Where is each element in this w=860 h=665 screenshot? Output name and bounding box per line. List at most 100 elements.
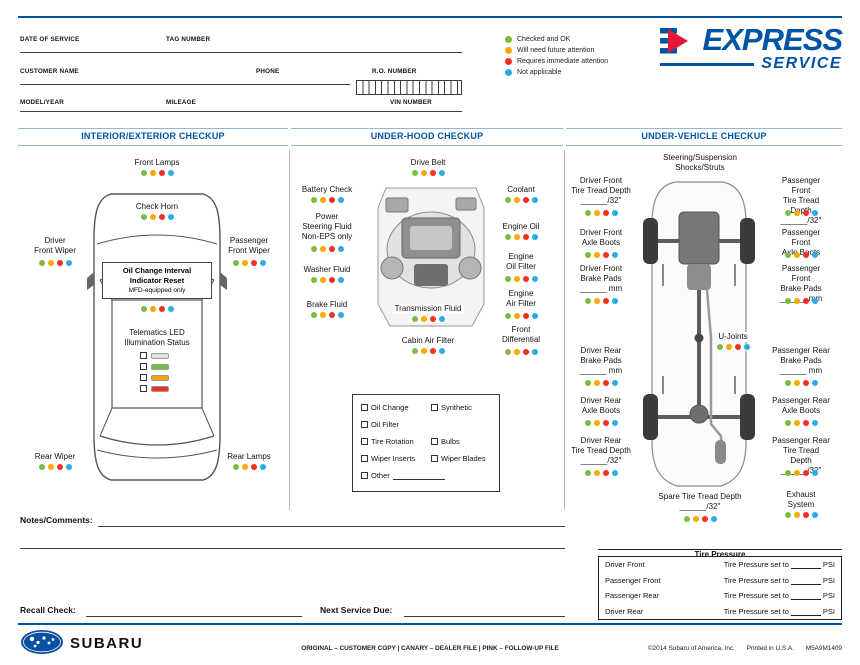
checkpoint-engine-oil-filter-dots[interactable] [503, 276, 539, 283]
yellow-status-dot[interactable] [793, 420, 800, 426]
green-status-dot[interactable] [784, 252, 791, 258]
yellow-status-dot[interactable] [725, 344, 732, 350]
checkpoint-passenger-rear-tread-dots[interactable] [783, 470, 819, 477]
yellow-status-dot[interactable] [149, 170, 156, 176]
checkpoint-passenger-front-tread-dots[interactable] [783, 210, 819, 217]
checkpoint-front-lamps-dots[interactable] [139, 170, 175, 177]
red-status-dot[interactable] [802, 470, 809, 476]
blue-status-dot[interactable] [531, 197, 538, 203]
checkpoint-engine-air-filter-dots[interactable] [503, 313, 539, 320]
blue-status-dot[interactable] [167, 306, 174, 312]
red-status-dot[interactable] [250, 260, 257, 266]
red-status-dot[interactable] [522, 276, 529, 282]
red-status-dot[interactable] [158, 170, 165, 176]
checkpoint-brake-fluid-dots[interactable] [309, 312, 345, 319]
yellow-status-dot[interactable] [593, 210, 600, 216]
checkpoint-drive-belt-dots[interactable] [410, 170, 446, 177]
green-status-dot[interactable] [584, 380, 591, 386]
yellow-status-dot[interactable] [319, 312, 326, 318]
green-status-dot[interactable] [683, 516, 690, 522]
red-status-dot[interactable] [802, 210, 809, 216]
blue-status-dot[interactable] [337, 197, 344, 203]
red-status-dot[interactable] [802, 298, 809, 304]
notes-line-2[interactable] [20, 548, 565, 549]
blue-status-dot[interactable] [811, 210, 818, 216]
red-status-dot[interactable] [429, 170, 436, 176]
yellow-status-dot[interactable] [420, 348, 427, 354]
tire-rotation-checkbox[interactable] [361, 438, 368, 445]
checkpoint-battery-check-dots[interactable] [309, 197, 345, 204]
yellow-status-dot[interactable] [513, 349, 520, 355]
red-status-dot[interactable] [602, 252, 609, 258]
yellow-status-dot[interactable] [149, 306, 156, 312]
model-mileage-input-line[interactable] [20, 111, 462, 112]
blue-status-dot[interactable] [531, 313, 538, 319]
red-status-dot[interactable] [429, 316, 436, 322]
red-status-dot[interactable] [522, 313, 529, 319]
checkpoint-power-steering-dots[interactable] [309, 246, 345, 253]
yellow-status-dot[interactable] [47, 464, 54, 470]
blue-status-dot[interactable] [65, 260, 72, 266]
yellow-status-dot[interactable] [241, 260, 248, 266]
red-status-dot[interactable] [602, 380, 609, 386]
green-status-dot[interactable] [38, 260, 45, 266]
red-status-dot[interactable] [429, 348, 436, 354]
blue-status-dot[interactable] [811, 252, 818, 258]
checkpoint-cabin-air-filter-dots[interactable] [408, 348, 448, 355]
green-status-dot[interactable] [504, 276, 511, 282]
yellow-status-dot[interactable] [793, 298, 800, 304]
blue-status-dot[interactable] [611, 210, 618, 216]
red-status-dot[interactable] [56, 464, 63, 470]
red-status-dot[interactable] [522, 197, 529, 203]
red-status-dot[interactable] [328, 246, 335, 252]
green-status-dot[interactable] [140, 170, 147, 176]
green-status-dot[interactable] [784, 470, 791, 476]
red-status-dot[interactable] [158, 214, 165, 220]
green-status-dot[interactable] [584, 252, 591, 258]
red-status-dot[interactable] [328, 197, 335, 203]
yellow-status-dot[interactable] [793, 512, 800, 518]
blue-status-dot[interactable] [337, 246, 344, 252]
green-status-dot[interactable] [584, 210, 591, 216]
checkpoint-exhaust-dots[interactable] [783, 512, 819, 519]
yellow-status-dot[interactable] [420, 170, 427, 176]
checkpoint-driver-rear-axle-dots[interactable] [583, 420, 619, 427]
checkpoint-spare-tread-dots[interactable] [682, 516, 718, 523]
green-status-dot[interactable] [504, 197, 511, 203]
red-status-dot[interactable] [158, 306, 165, 312]
blue-status-dot[interactable] [811, 470, 818, 476]
green-status-dot[interactable] [310, 246, 317, 252]
next-service-due-line[interactable] [404, 616, 565, 617]
blue-status-dot[interactable] [611, 380, 618, 386]
checkpoint-passenger-front-brake-dots[interactable] [783, 298, 819, 305]
blue-status-dot[interactable] [811, 298, 818, 304]
red-status-dot[interactable] [602, 210, 609, 216]
red-status-dot[interactable] [602, 298, 609, 304]
tire-pressure-input[interactable] [790, 593, 821, 601]
blue-status-dot[interactable] [167, 214, 174, 220]
red-status-dot[interactable] [734, 344, 741, 350]
blue-status-dot[interactable] [167, 170, 174, 176]
customer-input-line[interactable] [20, 84, 350, 85]
vin-comb-field[interactable] [356, 80, 462, 95]
green-status-dot[interactable] [140, 306, 147, 312]
telematics-led-checkbox-4[interactable] [140, 385, 147, 392]
green-status-dot[interactable] [504, 349, 511, 355]
checkpoint-driver-front-axle-dots[interactable] [583, 252, 619, 259]
green-status-dot[interactable] [584, 298, 591, 304]
yellow-status-dot[interactable] [513, 276, 520, 282]
green-status-dot[interactable] [38, 464, 45, 470]
yellow-status-dot[interactable] [593, 252, 600, 258]
checkpoint-driver-front-wiper-dots[interactable] [37, 260, 73, 267]
red-status-dot[interactable] [802, 252, 809, 258]
green-status-dot[interactable] [504, 234, 511, 240]
green-status-dot[interactable] [784, 380, 791, 386]
checkpoint-driver-front-brake-dots[interactable] [583, 298, 619, 305]
other-checkbox[interactable] [361, 472, 368, 479]
blue-status-dot[interactable] [611, 298, 618, 304]
oil-reset-dots[interactable] [139, 306, 175, 313]
green-status-dot[interactable] [232, 464, 239, 470]
checkpoint-passenger-front-wiper-dots[interactable] [231, 260, 267, 267]
blue-status-dot[interactable] [710, 516, 717, 522]
checkpoint-coolant-dots[interactable] [503, 197, 539, 204]
